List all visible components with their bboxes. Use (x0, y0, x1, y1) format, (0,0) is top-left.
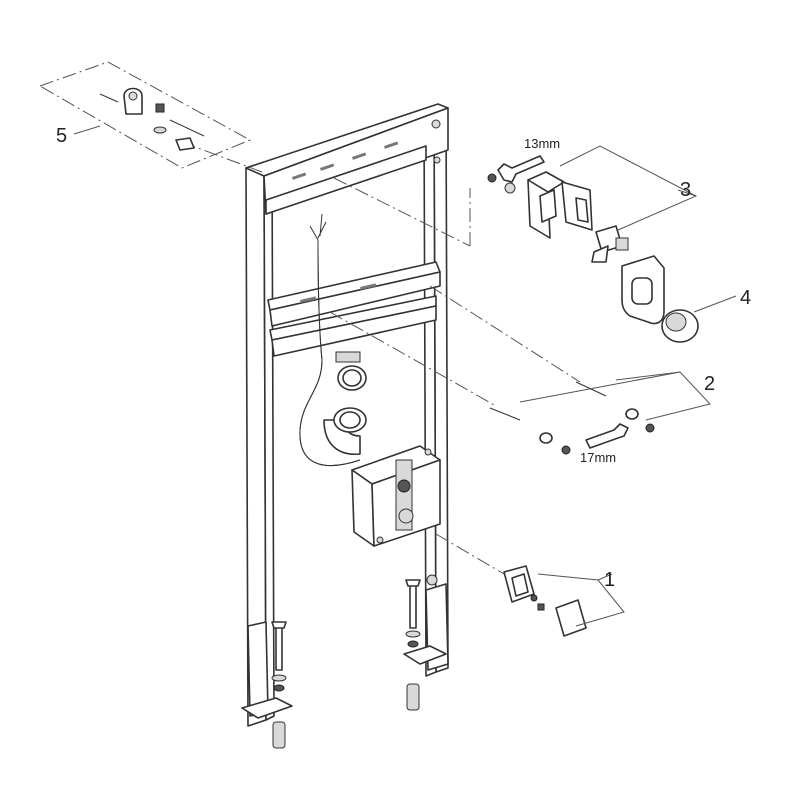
top-rail-slots (292, 119, 441, 180)
flexible-hose (299, 213, 361, 466)
callout-1: 1 (604, 569, 615, 591)
assembly-line-mid-upper (429, 285, 581, 383)
part-5-group: 5 (38, 61, 263, 173)
dimension-17mm: 17mm (580, 450, 616, 465)
mid-rail-slots (300, 283, 377, 303)
callout-4: 4 (740, 287, 751, 309)
threaded-rod-lower (489, 407, 521, 421)
wall-bracket (123, 87, 143, 115)
left-base-plate (241, 697, 293, 719)
part-5-leader (73, 125, 101, 135)
valve-box (351, 445, 441, 547)
part-1-group: 1 (503, 565, 625, 637)
wrench-17mm (585, 423, 629, 449)
assembly-line-top (333, 177, 471, 247)
part-3-group: 13mm 3 (487, 136, 698, 263)
part-2-group: 17mm 2 (489, 371, 715, 465)
part-4-leader (693, 295, 737, 313)
assembly-line-bottom (435, 533, 505, 575)
drain-elbow (323, 351, 367, 456)
part-4-group: 4 (621, 255, 751, 343)
left-anchor-set (271, 621, 287, 749)
installation-frame (241, 103, 449, 727)
part-5-dashed-panel (38, 61, 252, 169)
part-2-leader (615, 371, 711, 421)
right-anchor-set (405, 579, 421, 711)
wrench-13mm (497, 155, 545, 183)
callout-2: 2 (704, 373, 715, 395)
part-1-leader (537, 573, 625, 627)
callout-3: 3 (680, 179, 691, 201)
assembly-line-mid-lower (329, 311, 497, 407)
callout-5: 5 (56, 125, 67, 147)
right-base-plate (403, 645, 447, 665)
dimension-13mm: 13mm (524, 136, 560, 151)
part-3-leader (559, 145, 698, 231)
assembly-lines (329, 177, 581, 575)
cover-cap (555, 599, 587, 637)
